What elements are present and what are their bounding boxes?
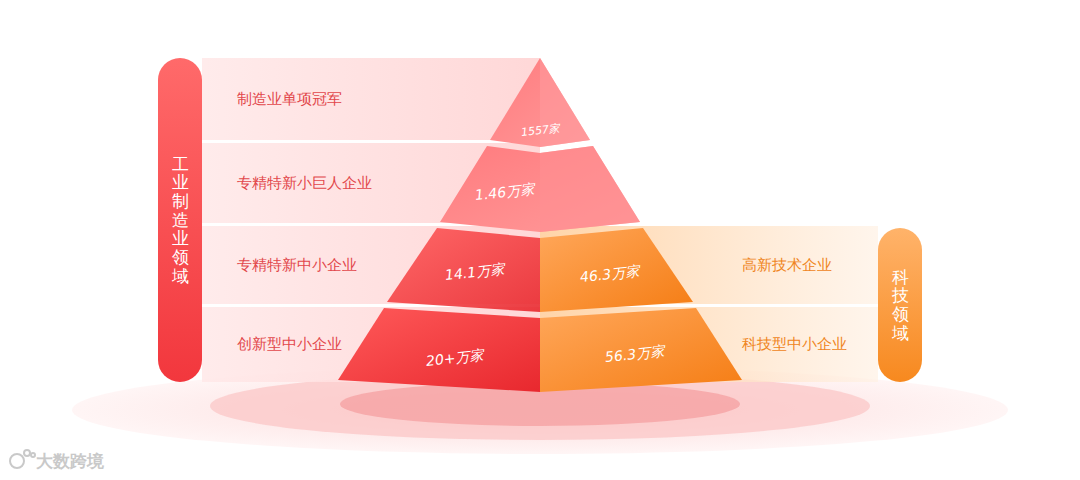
count-label: 46.3万家 bbox=[580, 263, 641, 287]
category-band: 制造业单项冠军 bbox=[202, 58, 432, 140]
pyramid-tier: 20+万家 bbox=[400, 341, 510, 377]
category-label: 专精特新中小企业 bbox=[237, 256, 357, 275]
pyramid-tier: 1.46万家 bbox=[455, 175, 555, 212]
count-label: 1557家 bbox=[520, 121, 560, 140]
pyramid-tier: 1557家 bbox=[500, 115, 580, 146]
category-label: 科技型中小企业 bbox=[742, 335, 847, 354]
watermark: 大数跨境 bbox=[36, 450, 104, 473]
domain-pill: 科技领域 bbox=[878, 228, 922, 382]
category-band: 高新技术企业 bbox=[700, 226, 878, 304]
category-label: 高新技术企业 bbox=[742, 256, 832, 275]
category-label: 制造业单项冠军 bbox=[237, 90, 342, 109]
category-label: 专精特新小巨人企业 bbox=[237, 174, 372, 193]
domain-label: 科技领域 bbox=[892, 268, 909, 343]
count-label: 14.1万家 bbox=[445, 261, 506, 285]
pyramid-tier: 46.3万家 bbox=[560, 257, 660, 294]
category-band: 创新型中小企业 bbox=[202, 307, 350, 382]
category-band: 科技型中小企业 bbox=[700, 307, 878, 382]
count-label: 56.3万家 bbox=[605, 343, 666, 367]
count-label: 20+万家 bbox=[425, 347, 484, 371]
count-label: 1.46万家 bbox=[475, 181, 536, 205]
pyramid-tier: 14.1万家 bbox=[425, 255, 525, 292]
pyramid-tier: 56.3万家 bbox=[580, 337, 690, 374]
watermark-icon bbox=[10, 450, 35, 468]
category-label: 创新型中小企业 bbox=[237, 335, 342, 354]
domain-label: 工业制造业领域 bbox=[172, 155, 189, 286]
domain-pill: 工业制造业领域 bbox=[158, 58, 202, 382]
category-band: 专精特新中小企业 bbox=[202, 226, 382, 304]
category-band: 专精特新小巨人企业 bbox=[202, 143, 432, 223]
